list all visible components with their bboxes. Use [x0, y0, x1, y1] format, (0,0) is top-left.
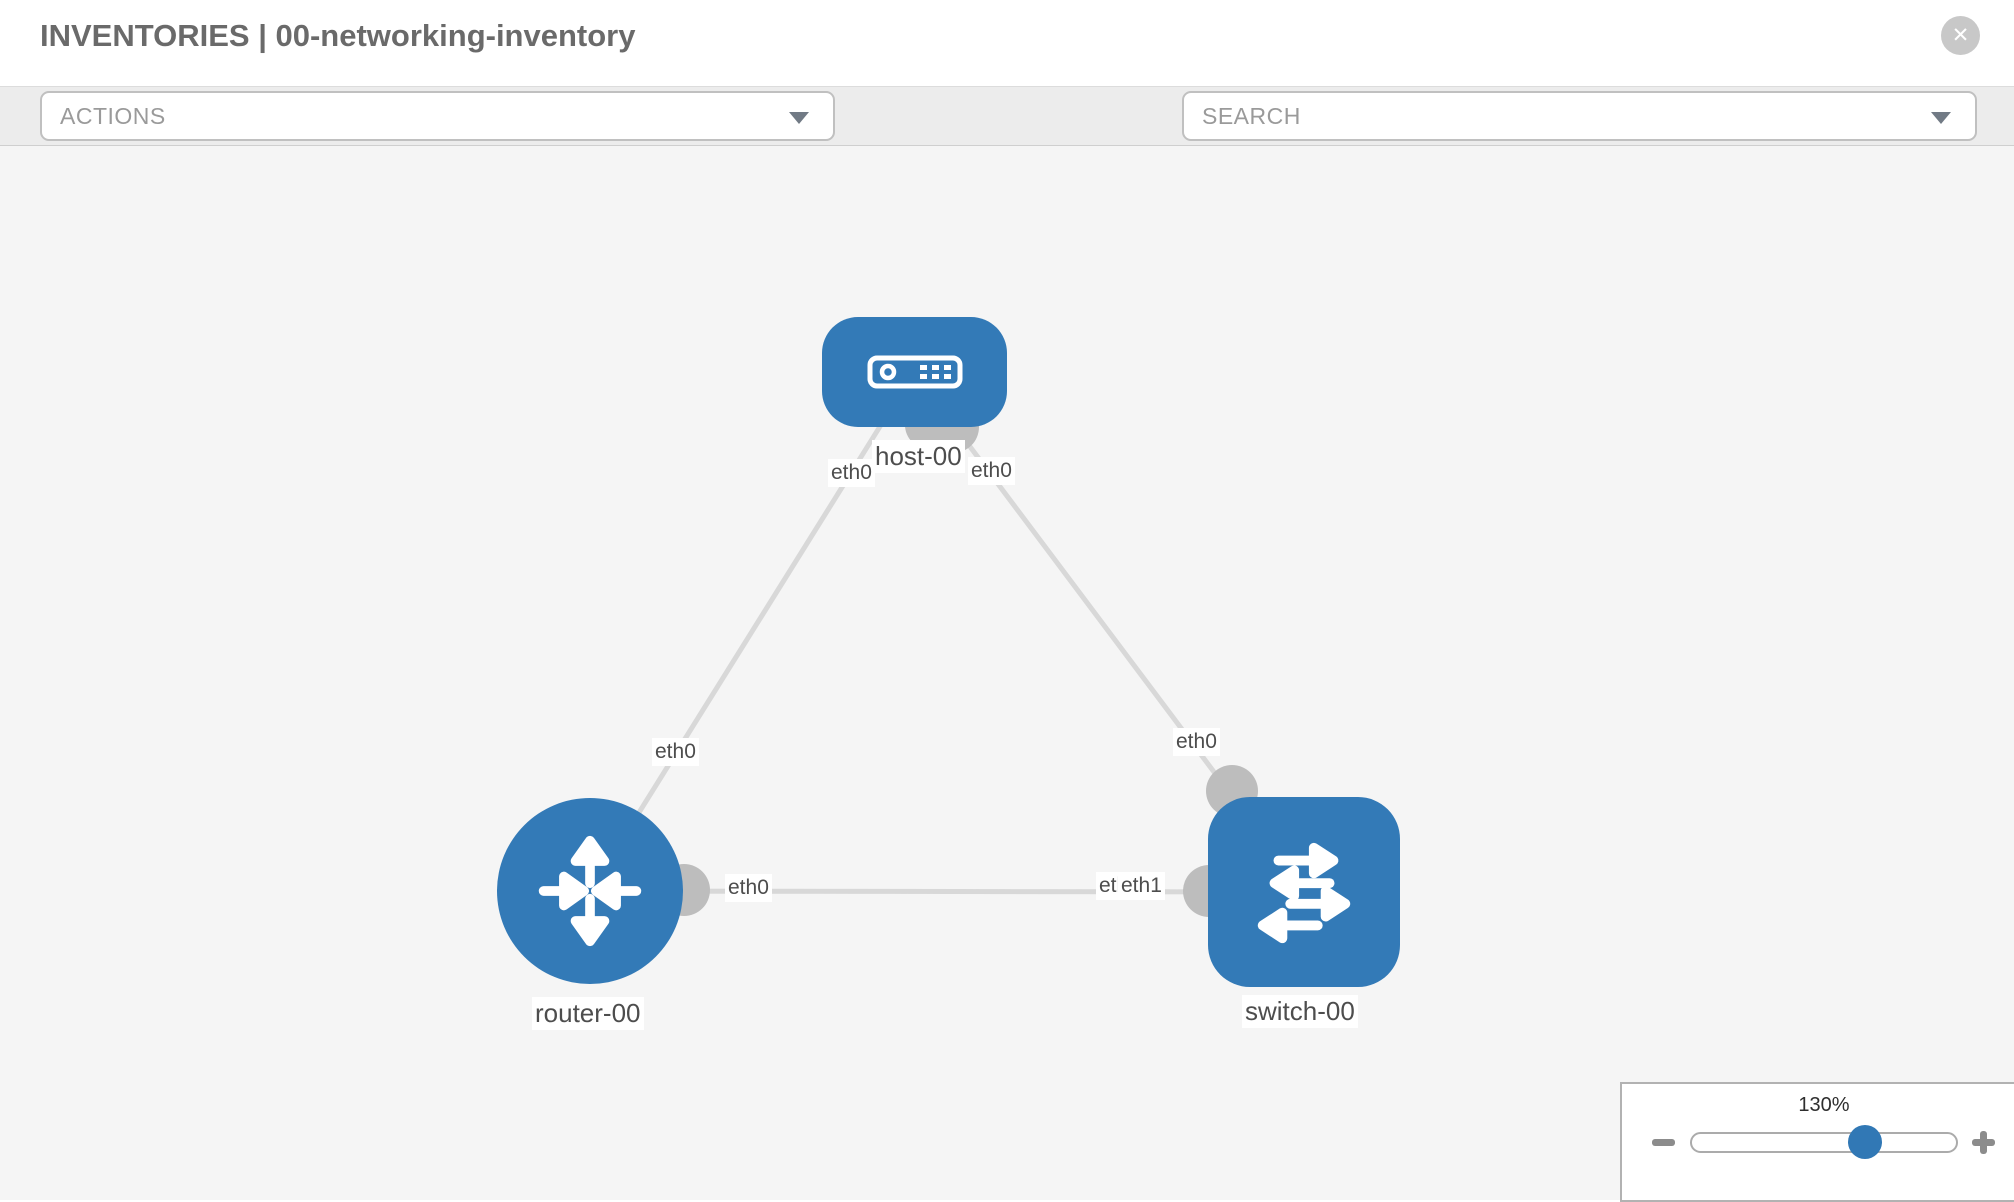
zoom-slider-thumb[interactable]: [1848, 1125, 1882, 1159]
interface-label: eth0: [828, 459, 875, 487]
switch-icon: [1257, 842, 1351, 944]
page-title: INVENTORIES | 00-networking-inventory: [40, 18, 636, 53]
interface-label: eth0: [968, 457, 1015, 485]
zoom-out-icon[interactable]: [1652, 1139, 1675, 1146]
node-host-00[interactable]: [822, 317, 1007, 427]
node-label: host-00: [872, 440, 965, 474]
zoom-slider[interactable]: [1690, 1132, 1958, 1153]
zoom-in-icon[interactable]: [1972, 1131, 1995, 1154]
toolbar: [0, 86, 2014, 224]
header: INVENTORIES | 00-networking-inventory ✕: [0, 0, 2014, 86]
node-label: switch-00: [1242, 995, 1358, 1029]
node-router-00[interactable]: [497, 798, 683, 984]
zoom-panel: 130%: [1620, 1082, 2014, 1202]
link-host-router[interactable]: [587, 370, 917, 893]
links-layer: [587, 370, 1306, 917]
search-input[interactable]: [1182, 91, 1977, 141]
actions-dropdown[interactable]: [40, 91, 835, 141]
host-icon: [867, 355, 962, 389]
router-icon: [538, 835, 642, 947]
interface-label: eth1: [1118, 872, 1165, 900]
node-switch-00[interactable]: [1208, 797, 1400, 987]
interface-label: eth0: [725, 874, 772, 902]
search-dropdown[interactable]: [1182, 91, 1977, 141]
topology-canvas[interactable]: eth0 eth0 eth0 host-00 eth0 eth0 eth0 et…: [0, 146, 2014, 1200]
close-icon[interactable]: ✕: [1941, 16, 1980, 55]
zoom-level-value: 130%: [1798, 1094, 1850, 1116]
interface-label: eth0: [1173, 728, 1220, 756]
node-label: router-00: [532, 997, 644, 1031]
actions-input[interactable]: [40, 91, 835, 141]
interface-label: eth0: [652, 738, 699, 766]
